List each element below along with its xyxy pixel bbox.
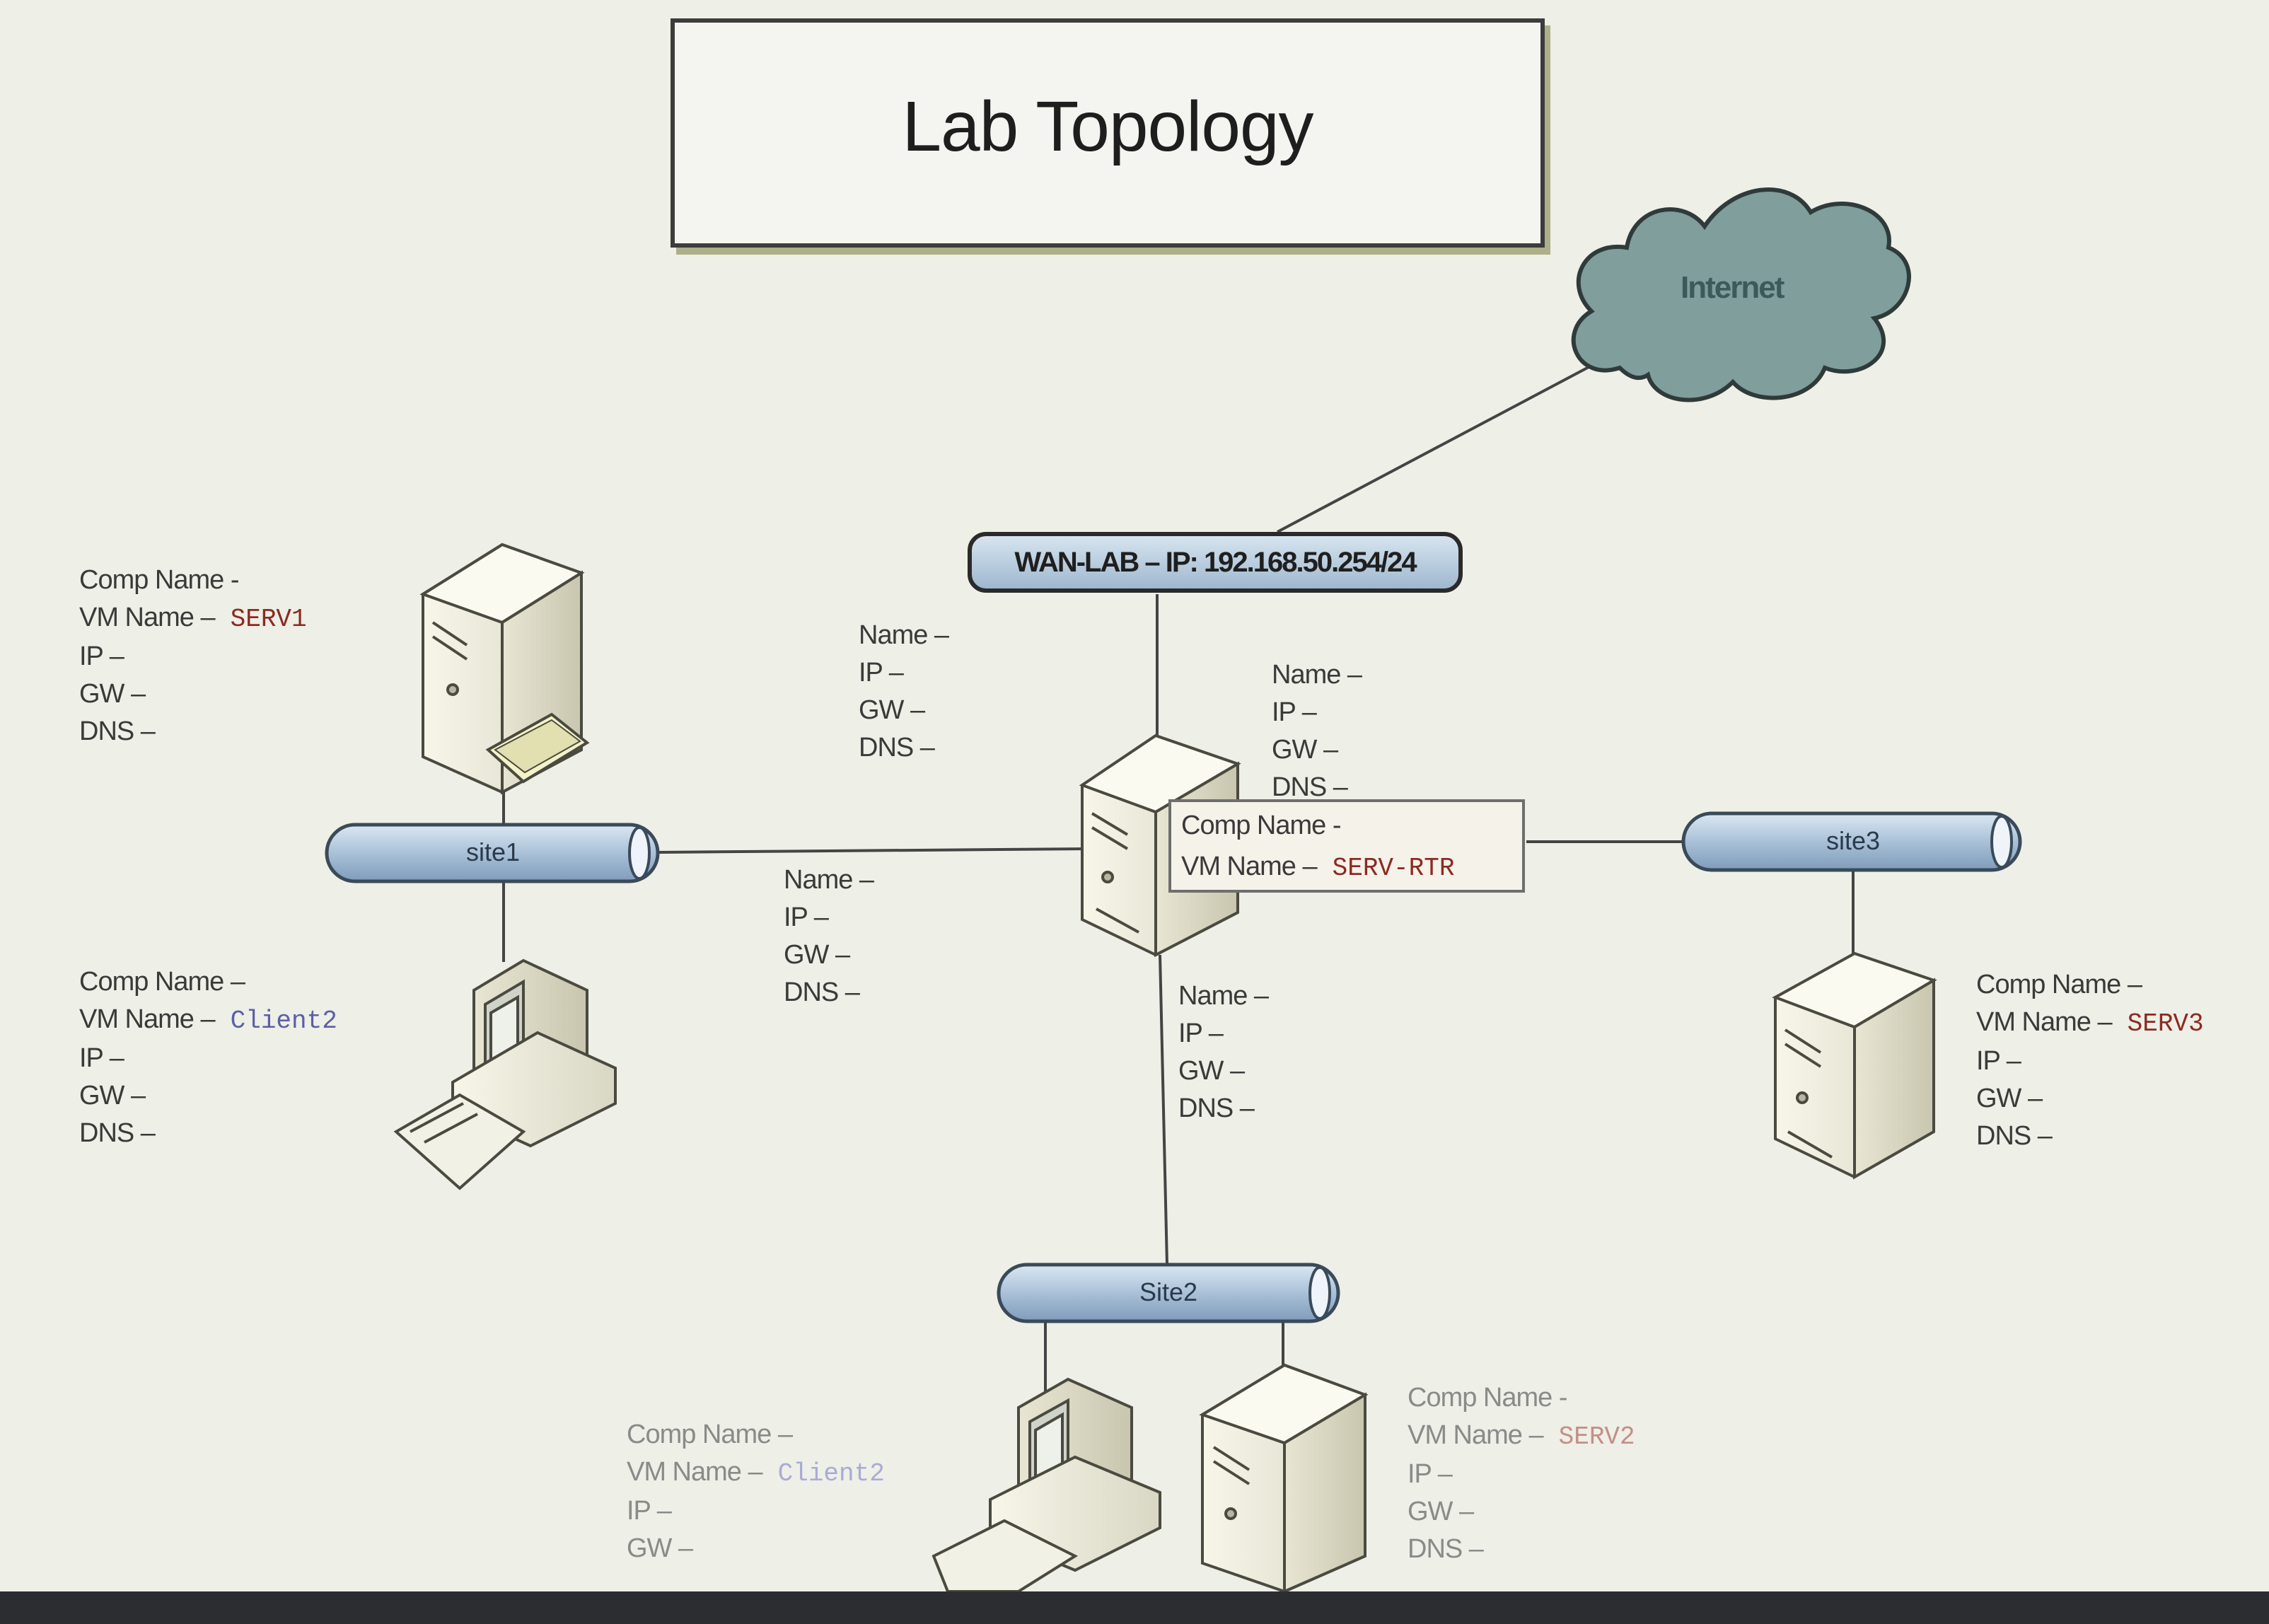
serv3-dns: DNS –	[1976, 1121, 2053, 1151]
serv2-gw: GW –	[1408, 1497, 1474, 1526]
server-icon-serv1	[419, 543, 590, 795]
internet-cloud-icon	[1571, 187, 1911, 402]
client-site2-comp-name: Comp Name –	[627, 1420, 793, 1449]
client-site1-vm-name: VM Name –Client2	[79, 1004, 337, 1036]
monitor-bezel	[0, 1591, 2269, 1624]
router-site1-if-ip: IP –	[784, 903, 829, 932]
title-box: Lab Topology	[671, 18, 1545, 248]
router-site3-if-info: Name – IP – GW – DNS –	[1272, 656, 1362, 806]
router-site1-if-info: Name – IP – GW – DNS –	[784, 862, 874, 1011]
serv3-vm-name: VM Name –SERV3	[1976, 1007, 2204, 1038]
client-site1-dns: DNS –	[79, 1118, 156, 1148]
line-site1-router	[658, 847, 1086, 854]
segment-site3	[1681, 811, 2022, 872]
router-wan-if-dns: DNS –	[859, 733, 935, 762]
router-site3-if-gw: GW –	[1272, 735, 1338, 765]
router-site2-if-name: Name –	[1178, 981, 1269, 1011]
client-site1-ip: IP –	[79, 1043, 124, 1073]
serv1-vm-name: VM Name –SERV1	[79, 603, 307, 634]
connection-lines	[502, 352, 1855, 1393]
router-site3-if-dns: DNS –	[1272, 772, 1348, 802]
serv1-dns: DNS –	[79, 717, 156, 746]
line-router-site2	[1159, 954, 1168, 1265]
client-site2-gw: GW –	[627, 1533, 693, 1563]
client-site1-comp-name: Comp Name –	[79, 967, 245, 997]
client-site2-vm-name: VM Name –Client2	[627, 1457, 885, 1488]
serv3-info: Comp Name – VM Name –SERV3 IP – GW – DNS…	[1976, 966, 2204, 1155]
serv3-gw: GW –	[1976, 1084, 2043, 1113]
serv2-info: Comp Name - VM Name –SERV2 IP – GW – DNS…	[1408, 1379, 1635, 1568]
router-site2-if-dns: DNS –	[1178, 1094, 1255, 1123]
client-site1-gw: GW –	[79, 1081, 146, 1110]
serv2-vm-name: VM Name –SERV2	[1408, 1420, 1635, 1451]
serv3-ip: IP –	[1976, 1046, 2021, 1076]
client-pc-icon-site1	[393, 958, 617, 1190]
router-vm-name: VM Name –SERV-RTR	[1181, 852, 1455, 883]
router-wan-if-gw: GW –	[859, 695, 925, 725]
router-site1-if-gw: GW –	[784, 940, 850, 970]
serv3-comp-name: Comp Name –	[1976, 970, 2142, 999]
serv2-dns: DNS –	[1408, 1534, 1484, 1564]
client-site1-info: Comp Name – VM Name –Client2 IP – GW – D…	[79, 963, 337, 1152]
router-site3-if-name: Name –	[1272, 660, 1362, 690]
internet-label: Internet	[1681, 270, 1785, 305]
router-site2-if-ip: IP –	[1178, 1019, 1224, 1048]
client-site2-ip: IP –	[627, 1496, 672, 1526]
client-site2-info: Comp Name – VM Name –Client2 IP – GW –	[627, 1416, 885, 1567]
serv2-comp-name: Comp Name -	[1408, 1383, 1567, 1413]
segment-site1-label: site1	[465, 837, 521, 866]
segment-site2-label: Site2	[1139, 1277, 1198, 1306]
line-wan-internet	[1277, 352, 1615, 533]
router-site2-if-gw: GW –	[1178, 1056, 1245, 1086]
serv2-ip: IP –	[1408, 1459, 1453, 1489]
router-site3-if-ip: IP –	[1272, 697, 1317, 727]
router-site1-if-name: Name –	[784, 865, 874, 895]
segment-site3-label: site3	[1826, 826, 1881, 855]
router-wan-if-ip: IP –	[859, 658, 904, 688]
server-icon-serv3	[1772, 951, 1937, 1180]
wan-lab-box: WAN-LAB – IP: 192.168.50.254/24	[968, 532, 1463, 593]
router-wan-if-name: Name –	[859, 620, 949, 650]
segment-site1	[325, 823, 660, 883]
client-pc-icon-site2	[932, 1377, 1161, 1591]
serv1-ip: IP –	[79, 642, 124, 671]
router-wan-if-info: Name – IP – GW – DNS –	[859, 617, 949, 767]
diagram-title: Lab Topology	[902, 86, 1313, 166]
serv1-info: Comp Name - VM Name –SERV1 IP – GW – DNS…	[79, 562, 307, 750]
serv1-comp-name: Comp Name -	[79, 565, 239, 595]
segment-site2	[997, 1263, 1340, 1323]
router-name-box: Comp Name - VM Name –SERV-RTR	[1168, 799, 1525, 893]
serv1-gw: GW –	[79, 679, 146, 709]
router-site1-if-dns: DNS –	[784, 978, 860, 1007]
router-site2-if-info: Name – IP – GW – DNS –	[1178, 978, 1269, 1127]
wan-lab-label: WAN-LAB – IP: 192.168.50.254/24	[1014, 546, 1417, 578]
server-icon-serv2	[1199, 1363, 1369, 1591]
router-comp-name: Comp Name -	[1181, 811, 1342, 840]
